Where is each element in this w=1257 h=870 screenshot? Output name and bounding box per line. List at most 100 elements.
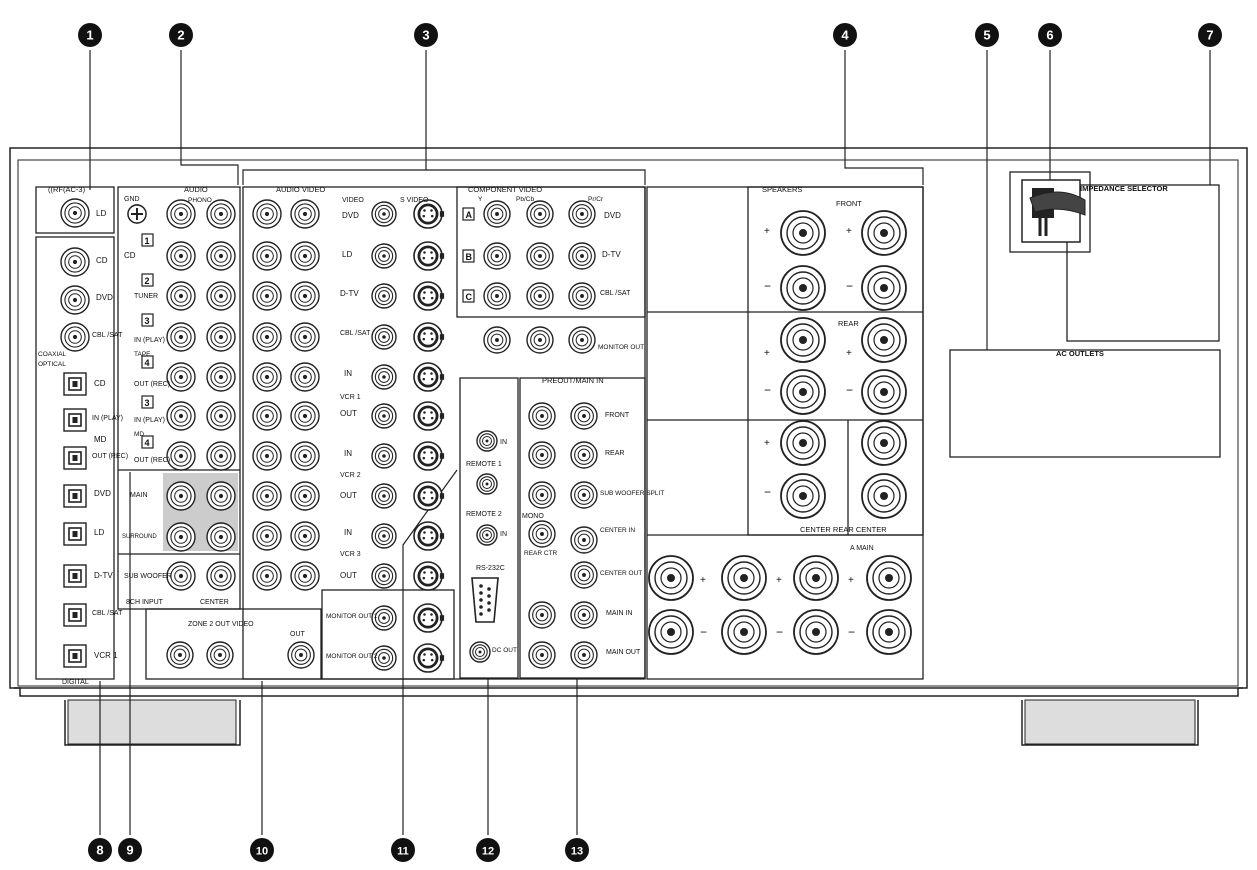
rca-jack-icon — [206, 641, 234, 669]
speaker-terminal-icon — [780, 210, 826, 256]
rca-jack-icon — [371, 201, 397, 227]
rca-jack-icon — [568, 242, 596, 270]
speaker-terminal-icon — [780, 369, 826, 415]
label-sub-woofer: SUB WOOFER — [124, 573, 172, 580]
input-number-badge: 4 — [141, 355, 154, 369]
callout-number-2 — [169, 23, 193, 47]
speaker-terminal-icon — [648, 609, 694, 655]
label-remote1: REMOTE 1 — [466, 461, 502, 468]
s-video-jack-icon — [413, 561, 445, 591]
label-speakers: SPEAKERS — [762, 185, 802, 194]
label-in-play-1: IN (PLAY) — [134, 337, 165, 344]
label-mm-rf: ((RF(AC-3) — [48, 185, 86, 194]
label-ld-av: LD — [342, 250, 352, 259]
rca-jack-icon — [166, 441, 196, 471]
label-tuner: TUNER — [134, 293, 158, 300]
sign-minus-8: − — [848, 625, 855, 639]
speaker-terminal-icon — [861, 265, 907, 311]
label-center-out: CENTER OUT — [600, 570, 642, 577]
label-zone2: ZONE 2 OUT VIDEO — [188, 621, 254, 628]
rca-jack-icon — [252, 281, 282, 311]
rca-jack-icon — [252, 401, 282, 431]
label-out-vcr2: OUT — [340, 491, 357, 500]
optical-jack-icon — [63, 522, 87, 546]
rca-jack-icon — [166, 362, 196, 392]
label-in-remote2: IN — [500, 531, 507, 538]
speaker-terminal-icon — [866, 609, 912, 655]
rca-jack-icon — [528, 481, 556, 509]
optical-jack-icon — [63, 408, 87, 432]
label-dtv-opt: D-TV — [94, 571, 113, 580]
label-ld-opt: LD — [94, 528, 104, 537]
rca-jack-icon — [570, 526, 598, 554]
label-out-rec-opt: OUT (REC) — [92, 453, 128, 460]
label-ac-outlets: AC OUTLETS — [1056, 349, 1104, 358]
rca-jack-icon — [528, 402, 556, 430]
label-out-rec-1: OUT (REC) — [134, 381, 170, 388]
rca-jack-icon — [526, 282, 554, 310]
sign-minus-7: − — [776, 625, 783, 639]
label-comp-pb: Pb/Cb — [516, 196, 534, 203]
rca-jack-icon — [206, 199, 236, 229]
rca-jack-icon — [371, 645, 397, 671]
rca-jack-icon — [252, 199, 282, 229]
rca-jack-icon — [469, 641, 491, 663]
rca-jack-icon — [570, 641, 598, 669]
rca-jack-icon — [60, 198, 90, 228]
s-video-jack-icon — [413, 441, 445, 471]
rca-jack-icon — [290, 322, 320, 352]
svg-text:2: 2 — [145, 276, 150, 286]
rca-jack-icon — [166, 481, 196, 511]
s-video-jack-icon — [413, 481, 445, 511]
rca-jack-icon — [206, 561, 236, 591]
rca-jack-icon — [483, 242, 511, 270]
label-audio-video: AUDIO VIDEO — [276, 185, 325, 194]
s-video-jack-icon — [413, 603, 445, 633]
speaker-terminal-icon — [861, 473, 907, 519]
s-video-jack-icon — [413, 322, 445, 352]
rca-jack-icon — [252, 322, 282, 352]
label-preout-main-in: PREOUT/MAIN IN — [542, 376, 604, 385]
rca-jack-icon — [570, 561, 598, 589]
sign-minus-1: − — [764, 279, 771, 293]
label-monitor-out1: MONITOR OUT 1 — [326, 613, 378, 620]
callout-number-text: 10 — [256, 846, 268, 858]
rca-jack-icon — [371, 324, 397, 350]
label-dvd-opt: DVD — [94, 489, 111, 498]
label-center-in: CENTER IN — [600, 527, 635, 534]
rca-jack-icon — [166, 401, 196, 431]
label-cd-audio: CD — [124, 251, 136, 260]
rca-jack-icon — [528, 520, 556, 548]
rca-jack-icon — [166, 561, 196, 591]
callout-number-11 — [391, 838, 415, 862]
rca-jack-icon — [206, 441, 236, 471]
speaker-terminal-icon — [861, 369, 907, 415]
rca-jack-icon — [371, 605, 397, 631]
input-number-badge: C — [462, 289, 475, 303]
rca-jack-icon — [60, 322, 90, 352]
label-dtv-av: D-TV — [340, 289, 359, 298]
svg-text:C: C — [466, 292, 473, 302]
rca-jack-icon — [252, 441, 282, 471]
label-main-out: MAIN OUT — [606, 649, 641, 656]
rca-jack-icon — [166, 641, 194, 669]
speaker-terminal-icon — [780, 317, 826, 363]
label-surround: SURROUND — [122, 534, 157, 540]
feet — [67, 699, 1196, 745]
sign-plus-1: + — [764, 226, 770, 237]
label-s-video: S VIDEO — [400, 197, 429, 204]
callout-number-1 — [78, 23, 102, 47]
sign-minus-6: − — [700, 625, 707, 639]
rca-jack-icon — [252, 521, 282, 551]
rca-jack-icon — [166, 241, 196, 271]
svg-text:A: A — [466, 210, 473, 220]
label-front-spk: FRONT — [836, 199, 862, 208]
label-mono: MONO — [522, 513, 544, 520]
label-out-vcr1: OUT — [340, 409, 357, 418]
callout-number-text: 5 — [983, 28, 990, 43]
label-dvd-comp: DVD — [604, 211, 621, 220]
rca-jack-icon — [528, 641, 556, 669]
rca-jack-icon — [290, 481, 320, 511]
